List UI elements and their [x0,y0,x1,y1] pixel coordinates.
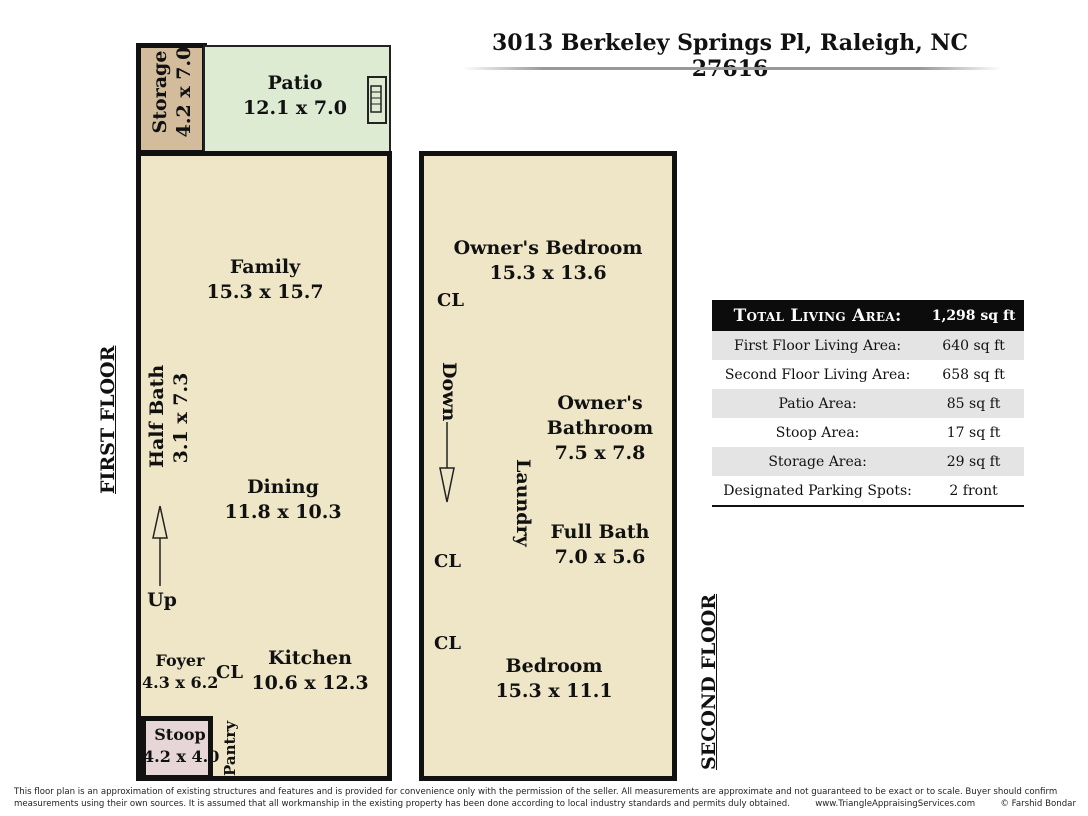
family-dims: 15.3 x 15.7 [206,281,324,303]
table-row: First Floor Living Area: 640 sq ft [712,331,1024,360]
family-label: Family 15.3 x 15.7 [200,255,330,305]
patio-name: Patio [267,72,323,94]
disclaimer-line-1: This floor plan is an approximation of e… [14,787,1058,797]
disclaimer-line-2: measurements using their own sources. It… [14,799,790,809]
foyer-dims: 4.3 x 6.2 [142,673,219,692]
owners-bathroom-dims: 7.5 x 7.8 [554,442,646,464]
header-divider [462,67,1002,70]
total-living-area-value: 1,298 sq ft [923,300,1024,331]
copyright-text: © Farshid Bondar [1000,799,1076,809]
stairs-down-label: Down [438,362,460,422]
bedroom-name: Bedroom [505,655,603,677]
stairs-up-label: Up [147,589,177,611]
property-address: 3013 Berkeley Springs Pl, Raleigh, NC 27… [491,30,969,82]
row-label: First Floor Living Area: [712,331,924,360]
dining-label: Dining 11.8 x 10.3 [218,475,348,525]
second-floor-label: SECOND FLOOR [698,593,720,770]
first-floor-plan [136,151,392,781]
full-bath-label: Full Bath 7.0 x 5.6 [540,520,660,570]
bedroom-closet-label: CL [434,633,461,654]
foyer-label: Foyer 4.3 x 6.2 [142,650,218,694]
patio-label: Patio 12.1 x 7.0 [230,71,360,121]
row-label: Second Floor Living Area: [724,366,911,383]
foyer-closet-label: CL [216,662,243,683]
owners-bathroom-name-2: Bathroom [546,417,654,439]
row-label: Patio Area: [712,389,924,418]
stoop-area [141,716,213,780]
owners-bedroom-closet-label: CL [437,290,464,311]
table-row: Patio Area: 85 sq ft [712,389,1024,418]
dining-name: Dining [247,476,319,498]
half-bath-label: Half Bath 3.1 x 7.3 [145,364,193,468]
owners-bedroom-label: Owner's Bedroom 15.3 x 13.6 [448,236,648,286]
area-summary-table: Total Living Area: 1,298 sq ft First Flo… [712,300,1024,507]
second-floor-plan [419,151,677,781]
half-bath-dims: 3.1 x 7.3 [170,372,192,464]
foyer-name: Foyer [155,651,205,670]
storage-name: Storage [149,50,171,134]
patio-dims: 12.1 x 7.0 [243,97,347,119]
row-value: 17 sq ft [946,424,1001,441]
row-label: Designated Parking Spots: [712,476,924,507]
pantry-label: Pantry [221,720,239,776]
row-label: Stoop Area: [775,424,860,441]
stoop-label: Stoop 4.2 x 4.0 [143,724,220,768]
storage-label: Storage 4.2 x 7.0 [148,44,196,140]
full-bath-name: Full Bath [550,521,650,543]
table-row: Designated Parking Spots: 2 front [712,476,1024,507]
row-label: Storage Area: [712,447,924,476]
row-value: 2 front [923,476,1024,507]
half-bath-name: Half Bath [146,364,168,468]
stoop-name: Stoop [154,725,206,744]
laundry-label: Laundry [512,459,534,547]
bedroom-dims: 15.3 x 11.1 [495,680,613,702]
owners-bathroom-label: Owner's Bathroom 7.5 x 7.8 [540,391,660,466]
total-living-area-label: Total Living Area: [712,300,924,331]
row-value: 29 sq ft [923,447,1024,476]
kitchen-dims: 10.6 x 12.3 [251,672,369,694]
storage-room [136,43,207,155]
stairs-down-arrow-icon [439,422,455,503]
disclaimer-line-2-row: measurements using their own sources. It… [14,798,1076,810]
row-value: 640 sq ft [923,331,1024,360]
full-bath-dims: 7.0 x 5.6 [554,546,646,568]
patio-area [203,45,391,155]
grill-icon [367,76,387,124]
total-living-area-row: Total Living Area: 1,298 sq ft [712,300,1024,331]
owners-bedroom-dims: 15.3 x 13.6 [489,262,607,284]
owners-bathroom-name-1: Owner's [557,392,643,414]
first-floor-label: FIRST FLOOR [97,345,119,494]
stoop-dims: 4.2 x 4.0 [143,747,220,766]
disclaimer: This floor plan is an approximation of e… [14,786,1076,810]
bedroom-label: Bedroom 15.3 x 11.1 [494,654,614,704]
stairs-up-arrow-icon [152,505,168,586]
table-row: Stoop Area: 17 sq ft [712,418,1024,447]
table-row: Second Floor Living Area: 658 sq ft [712,360,1024,389]
dining-dims: 11.8 x 10.3 [224,501,342,523]
family-name: Family [229,256,301,278]
kitchen-label: Kitchen 10.6 x 12.3 [250,646,370,696]
owners-bedroom-name: Owner's Bedroom [453,237,643,259]
table-row: Storage Area: 29 sq ft [712,447,1024,476]
row-value: 85 sq ft [923,389,1024,418]
storage-dims: 4.2 x 7.0 [173,46,195,138]
website-link[interactable]: www.TriangleAppraisingServices.com [815,799,976,809]
row-value: 658 sq ft [942,366,1005,383]
kitchen-name: Kitchen [268,647,352,669]
hall-closet-label: CL [434,551,461,572]
